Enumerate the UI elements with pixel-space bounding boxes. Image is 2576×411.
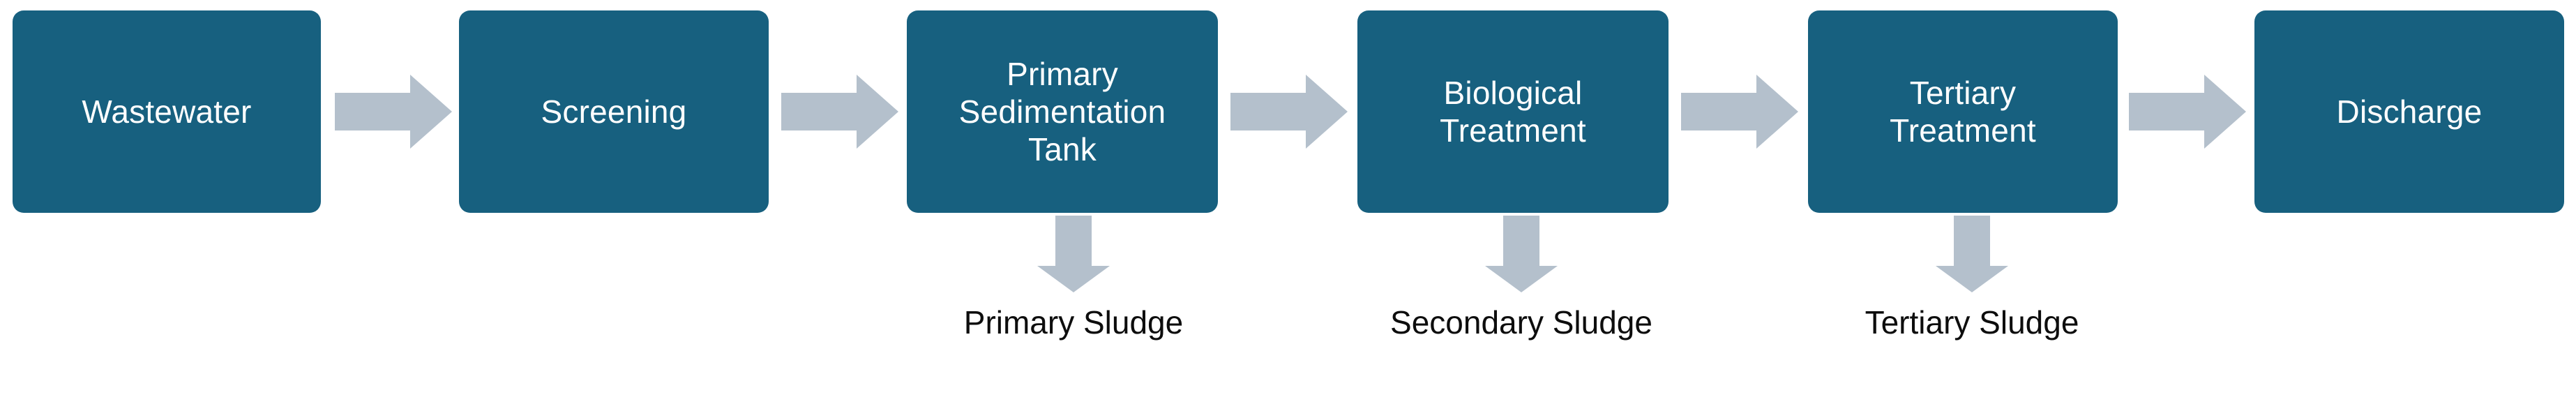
flow-arrow-right-icon	[781, 75, 898, 149]
output-label-primary-sludge: Primary Sludge	[963, 304, 1184, 341]
process-node-screening[interactable]: Screening	[459, 10, 769, 213]
flow-arrow-right-icon	[1681, 75, 1798, 149]
process-node-wastewater[interactable]: Wastewater	[13, 10, 321, 213]
process-node-label: Discharge	[2336, 93, 2483, 130]
process-node-discharge[interactable]: Discharge	[2254, 10, 2564, 213]
output-label-tertiary-sludge: Tertiary Sludge	[1865, 304, 2079, 341]
flow-arrow-right-icon	[335, 75, 452, 149]
process-node-label: Tertiary Treatment	[1890, 74, 2036, 149]
process-node-primary-sedimentation-tank[interactable]: Primary Sedimentation Tank	[907, 10, 1218, 213]
process-node-tertiary-treatment[interactable]: Tertiary Treatment	[1808, 10, 2118, 213]
sludge-arrow-down-icon	[1485, 216, 1558, 292]
process-node-label: Screening	[541, 93, 687, 130]
flow-arrow-right-icon	[1230, 75, 1348, 149]
process-node-biological-treatment[interactable]: Biological Treatment	[1357, 10, 1669, 213]
output-label-secondary-sludge: Secondary Sludge	[1390, 304, 1652, 341]
sludge-arrow-down-icon	[1936, 216, 2008, 292]
process-node-label: Biological Treatment	[1440, 74, 1586, 149]
flow-arrow-right-icon	[2129, 75, 2246, 149]
sludge-arrow-down-icon	[1037, 216, 1110, 292]
process-node-label: Primary Sedimentation Tank	[958, 55, 1166, 168]
process-node-label: Wastewater	[82, 93, 252, 130]
